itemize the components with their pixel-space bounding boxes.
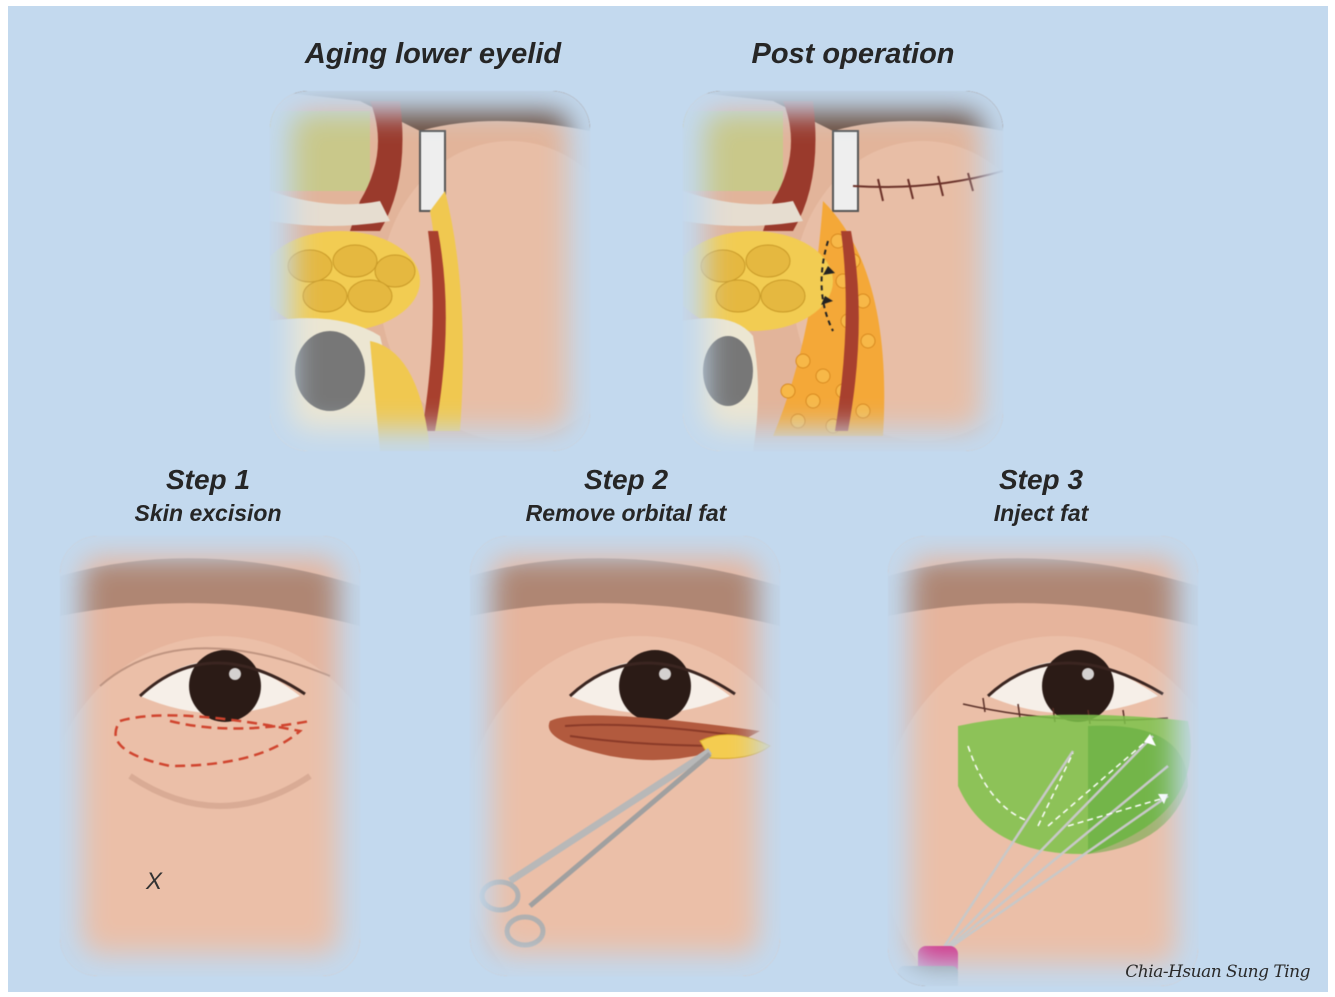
step2-title: Step 2: [526, 464, 726, 496]
step2-caption: Remove orbital fat: [486, 500, 766, 527]
step3-inject-fat-illustration: [888, 536, 1198, 986]
step1-skin-excision-illustration: [60, 536, 360, 976]
step1-caption: Skin excision: [88, 500, 328, 527]
step3-caption: Inject fat: [921, 500, 1161, 527]
aging-lower-eyelid-title: Aging lower eyelid: [288, 38, 578, 71]
step2-remove-orbital-fat-illustration: [470, 536, 780, 976]
injection-site-marker: X: [146, 868, 162, 896]
illustration-canvas: Aging lower eyelid Post operation: [8, 6, 1328, 992]
step3-title: Step 3: [941, 464, 1141, 496]
artist-signature: Chia-Hsuan Sung Ting: [1125, 962, 1310, 982]
post-operation-title: Post operation: [708, 38, 998, 71]
aging-eyelid-anatomy-illustration: [270, 91, 590, 451]
step1-title: Step 1: [108, 464, 308, 496]
post-operation-anatomy-illustration: [683, 91, 1003, 451]
